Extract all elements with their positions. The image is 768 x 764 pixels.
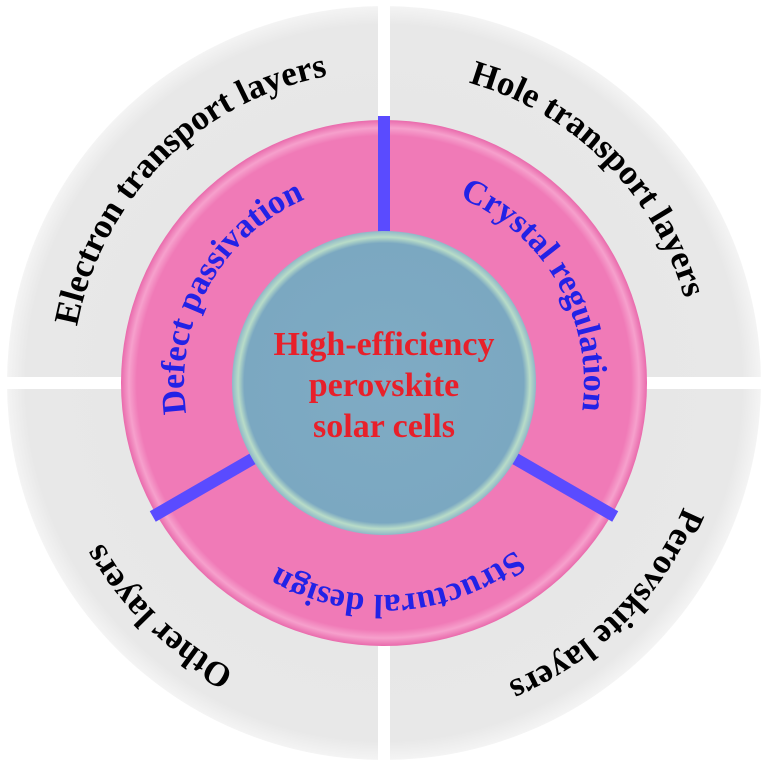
ring-dividers [149, 116, 619, 522]
divider-top [378, 116, 390, 236]
center-circle [232, 231, 536, 535]
center-line-3: solar cells [313, 408, 455, 445]
center-line-2: perovskite [309, 367, 459, 404]
center-title: High-efficiency perovskite solar cells [274, 326, 495, 445]
center-line-1: High-efficiency [274, 326, 495, 363]
divider-bottom-left [149, 451, 260, 522]
divider-bottom-right [508, 451, 619, 522]
